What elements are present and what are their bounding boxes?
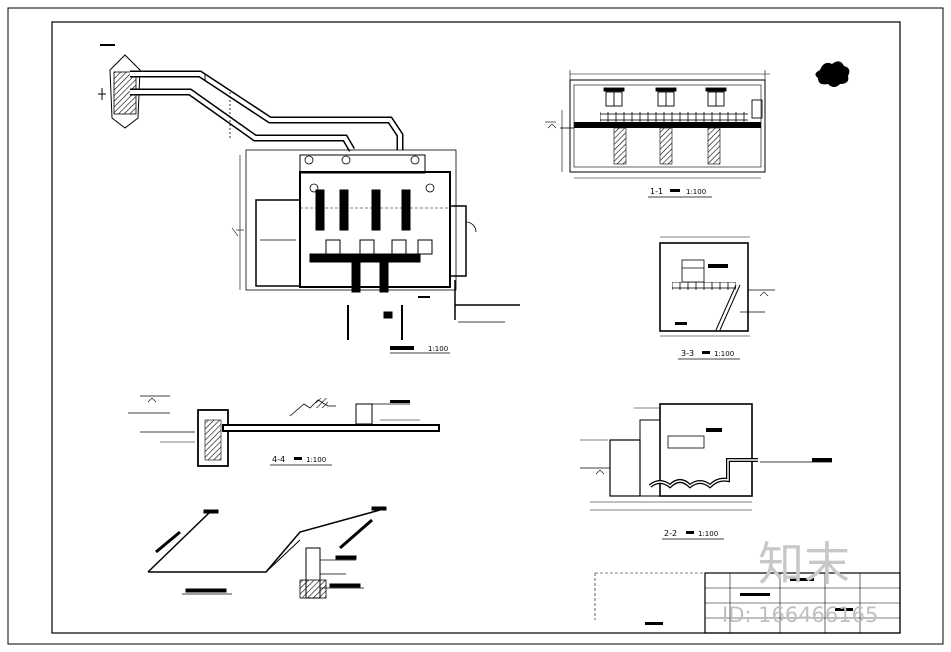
section-2-2-number: 2-2 — [664, 529, 677, 538]
tree-symbol — [815, 61, 850, 87]
section-4-4-scale: 1:100 — [306, 456, 326, 464]
pump-house-plan — [245, 149, 477, 291]
pipe-isometric — [147, 506, 387, 599]
plan-dimensions — [231, 155, 244, 290]
plan-title: 1:100 — [390, 345, 450, 354]
outlet-pipes — [347, 280, 520, 340]
section-3-3-number: 3-3 — [681, 349, 694, 358]
suction-pipelines — [130, 70, 404, 152]
intake-structure — [98, 44, 141, 129]
sheet-outer-border — [7, 7, 944, 645]
section-3-3-scale: 1:100 — [714, 350, 734, 358]
pump-units — [309, 189, 433, 293]
main-plan-view: 1:100 — [98, 44, 520, 354]
section-1-1: 1-1 1:100 — [545, 70, 770, 198]
title-block — [594, 572, 901, 634]
section-4-4: 4-4 1:100 — [128, 395, 440, 467]
watermark: 知末 ID: 166466165 — [722, 537, 878, 627]
plan-scale-label: 1:100 — [428, 345, 448, 353]
sheet-inner-border — [51, 21, 901, 634]
section-3-3: 3-3 1:100 — [659, 236, 775, 360]
section-2-2-scale: 1:100 — [698, 530, 718, 538]
watermark-id: ID: 166466165 — [722, 603, 878, 627]
section-2-2: 2-2 1:100 — [580, 403, 832, 540]
watermark-brand: 知末 — [758, 537, 850, 591]
section-1-1-scale: 1:100 — [686, 188, 706, 196]
section-1-1-number: 1-1 — [650, 187, 663, 196]
section-4-4-number: 4-4 — [272, 455, 285, 464]
